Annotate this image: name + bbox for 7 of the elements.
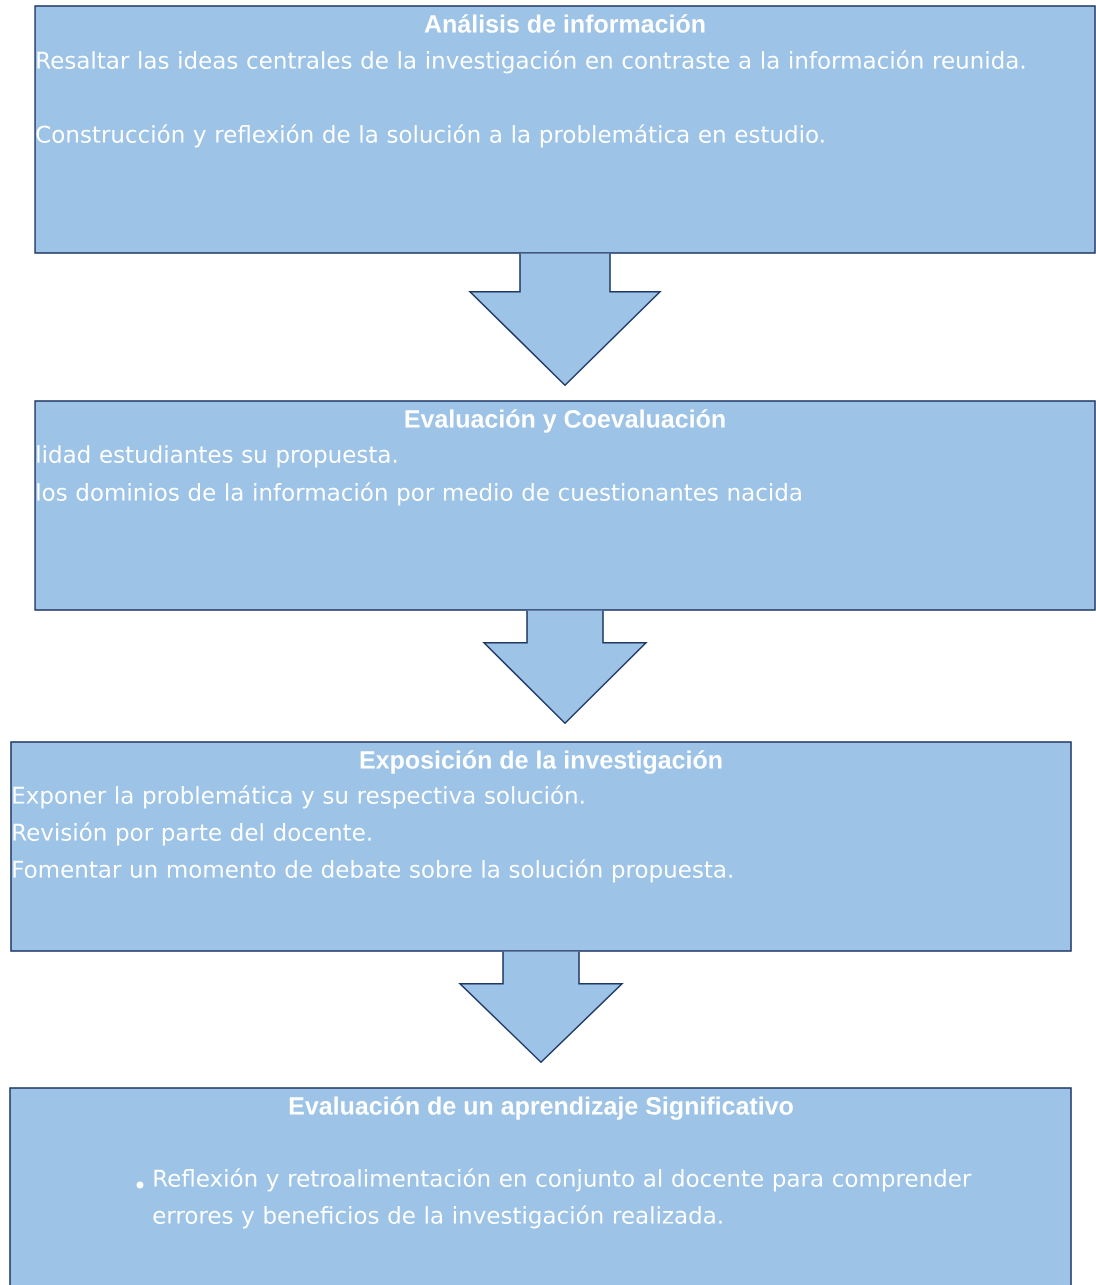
block-arrow [482, 610, 648, 725]
block-arrow [468, 253, 662, 387]
process-box: Análisis de información Resaltar las ideas centrales de la investigación en contraste a la información reunida. Construcción y reflexión de la solución a la problemática en estudio. [34, 5, 1096, 254]
process-box: Exposición de la investigación Exponer la problemática y su respectiva solución. Revisión por parte del docente. Fomentar un momento de debate sobre la solución propuesta. [10, 741, 1072, 952]
process-box: Evaluación y Coevaluación lidad estudiantes su propuesta. los dominios de la información por medio de cuestionantes nacida [34, 400, 1096, 611]
process-box: Evaluación de un aprendizaje Significativo Reflexión y retroalimentación en conjunto al docente para comprender errores y beneficios de la investigación realizada. [9, 1087, 1072, 1285]
block-arrow [458, 951, 624, 1064]
